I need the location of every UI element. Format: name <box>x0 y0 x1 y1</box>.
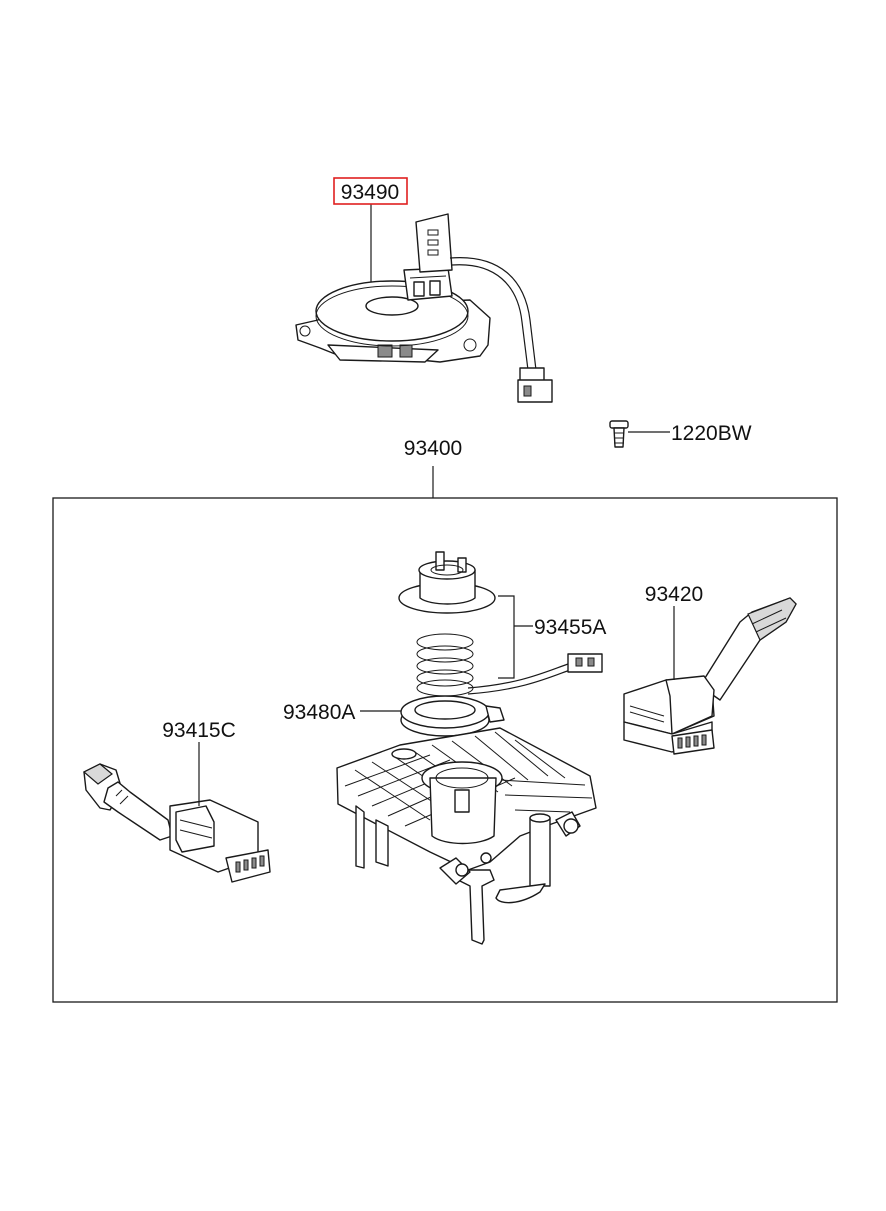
label-93415C[interactable]: 93415C <box>162 719 236 742</box>
switch-body-part[interactable] <box>336 727 597 945</box>
light-switch-part[interactable] <box>82 763 271 883</box>
label-93455A[interactable]: 93455A <box>534 616 606 639</box>
assembly-frame <box>52 497 838 1003</box>
spring-part[interactable] <box>416 633 474 697</box>
body-ring-part[interactable] <box>398 551 496 614</box>
clock-spring-part[interactable] <box>295 213 553 403</box>
label-93480A[interactable]: 93480A <box>283 701 355 724</box>
label-93490[interactable]: 93490 <box>341 181 399 204</box>
label-box-93490 <box>333 177 408 205</box>
cancel-cam-part[interactable] <box>400 695 505 737</box>
screw-part[interactable] <box>609 420 629 448</box>
wiper-switch-part[interactable] <box>623 597 797 755</box>
label-1220BW[interactable]: 1220BW <box>671 422 752 445</box>
label-93400[interactable]: 93400 <box>404 437 462 460</box>
label-93420[interactable]: 93420 <box>645 583 703 606</box>
